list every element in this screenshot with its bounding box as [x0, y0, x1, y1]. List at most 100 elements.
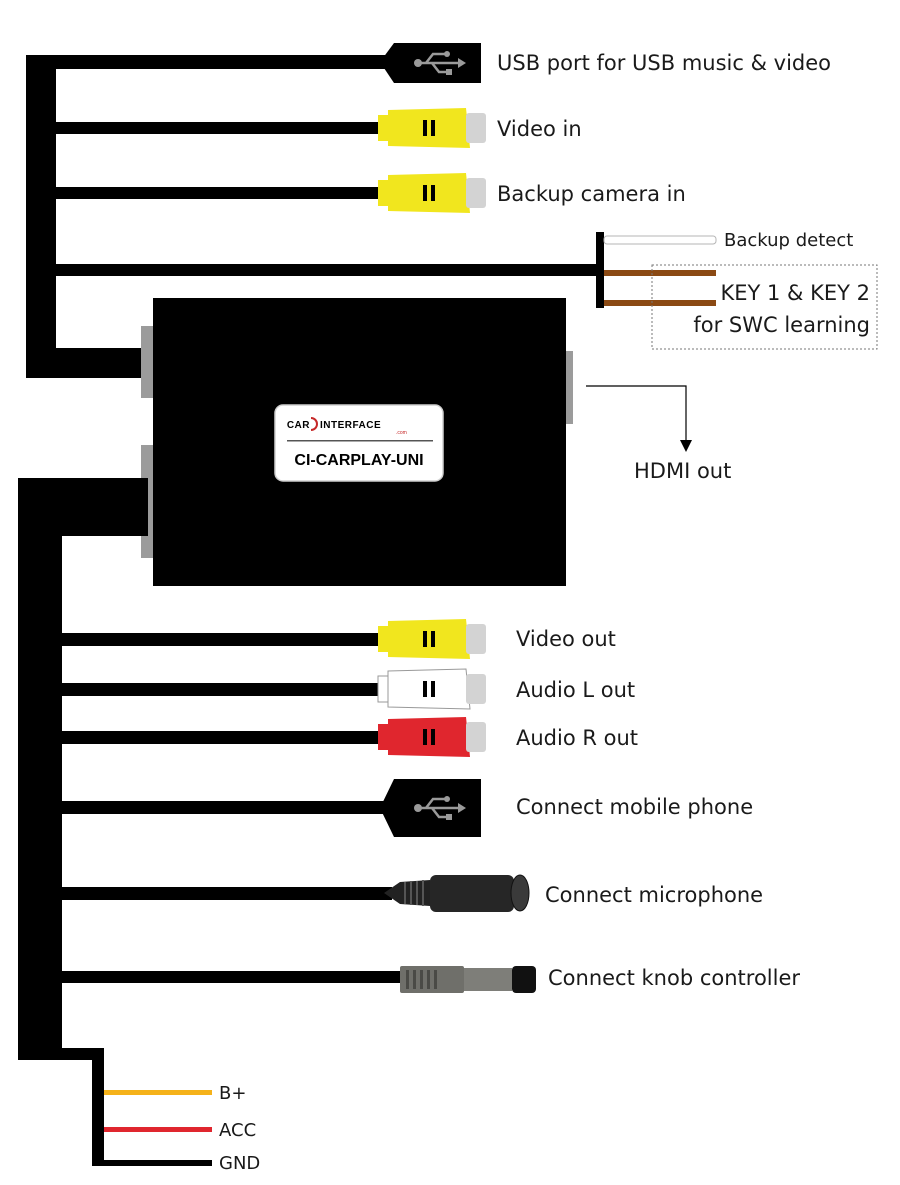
rca-sleeve: [466, 674, 486, 704]
label-video-in: Video in: [497, 117, 582, 141]
signal-wires: [603, 235, 878, 350]
usb-connector-top[interactable]: [380, 43, 481, 83]
knob-plug-grip: [400, 966, 464, 993]
knob-plug-ribs: [406, 970, 437, 989]
labels: USB port for USB music & video Video in …: [219, 51, 870, 1174]
rca-grip: [431, 729, 435, 745]
knob-plug-tip: [512, 966, 536, 993]
hdmi-port: [564, 351, 573, 424]
device-model-label: CI-CARPLAY-UNI: [294, 452, 423, 469]
usb-icon: [414, 796, 466, 820]
cable-audio-l: [62, 683, 386, 696]
rca-neck: [378, 626, 390, 652]
cable-audio-r: [62, 731, 386, 744]
rca-body: [388, 173, 470, 213]
upper-trunk-base: [26, 348, 146, 378]
mic-strain-relief: [384, 880, 430, 906]
upper-harness: [26, 55, 604, 378]
knob-plug-body: [464, 968, 512, 991]
device-port-left-upper: [141, 326, 155, 398]
rca-grip: [423, 631, 427, 647]
rca-grip: [431, 631, 435, 647]
device-box: CAR INTERFACE .com CI-CARPLAY-UNI: [141, 298, 573, 586]
cable-backup-detect-harness: [56, 264, 604, 276]
hdmi-arrow: [586, 385, 692, 452]
label-bplus: B+: [219, 1083, 246, 1104]
mic-jack-connector[interactable]: [384, 874, 530, 912]
upper-trunk: [26, 55, 56, 378]
rca-audio-l[interactable]: [377, 668, 486, 710]
cable-phone-usb: [62, 801, 386, 814]
rca-body: [388, 619, 470, 659]
cable-backup-camera: [56, 187, 386, 199]
logo-sub: .com: [396, 430, 407, 436]
rca-grip: [423, 120, 427, 136]
rca-video-out[interactable]: [378, 619, 486, 659]
backup-detect-wire: [603, 235, 717, 245]
usb-icon: [414, 51, 466, 75]
cable-usb-top: [26, 55, 386, 69]
logo-text-left: CAR: [287, 420, 310, 431]
cable-video-out: [62, 633, 386, 646]
label-phone: Connect mobile phone: [516, 795, 753, 819]
lower-trunk: [18, 478, 62, 1060]
key-wires-box: [651, 264, 878, 350]
rca-grip: [431, 185, 435, 201]
rca-body: [387, 668, 471, 710]
rca-neck: [378, 724, 390, 750]
rca-backup-camera[interactable]: [378, 173, 486, 213]
rca-sleeve: [466, 178, 486, 208]
rca-neck: [378, 180, 390, 206]
arrow-down-icon: [680, 440, 692, 452]
rca-sleeve: [466, 722, 486, 752]
label-backup-camera: Backup camera in: [497, 182, 686, 206]
rca-body: [388, 717, 470, 757]
label-knob: Connect knob controller: [548, 966, 800, 990]
rca-grip: [431, 681, 435, 697]
lower-harness: [18, 478, 402, 1166]
label-video-out: Video out: [516, 627, 616, 651]
label-acc: ACC: [219, 1120, 256, 1141]
label-hdmi: HDMI out: [634, 459, 731, 483]
usb-connector-phone[interactable]: [380, 779, 481, 837]
wire-junction-bar: [596, 232, 604, 308]
lower-trunk-foot: [18, 1048, 104, 1060]
knob-barrel-connector[interactable]: [400, 966, 536, 993]
rca-audio-r[interactable]: [378, 717, 486, 757]
key2-wire: [604, 300, 716, 306]
mic-ribs: [404, 880, 424, 906]
label-audio-r: Audio R out: [516, 726, 638, 750]
badge-divider: [287, 440, 433, 442]
rca-grip: [423, 185, 427, 201]
label-gnd: GND: [219, 1153, 260, 1174]
logo-text-right: INTERFACE: [320, 420, 381, 431]
label-microphone: Connect microphone: [545, 883, 763, 907]
cable-microphone: [62, 887, 392, 900]
wire-bplus: [104, 1090, 212, 1095]
mic-body: [430, 875, 514, 912]
key1-wire: [604, 270, 716, 276]
cable-knob: [62, 971, 402, 983]
label-backup-detect: Backup detect: [724, 230, 853, 251]
mic-socket: [510, 874, 530, 912]
rca-sleeve: [466, 624, 486, 654]
rca-neck: [378, 115, 390, 141]
power-trunk: [92, 1048, 104, 1166]
label-audio-l: Audio L out: [516, 678, 635, 702]
rca-sleeve: [466, 113, 486, 143]
wire-gnd: [92, 1160, 212, 1166]
wire-acc: [104, 1127, 212, 1132]
label-key-line1: KEY 1 & KEY 2: [720, 281, 870, 305]
label-usb-top: USB port for USB music & video: [497, 51, 831, 75]
cable-video-in: [56, 122, 386, 134]
logo-swoosh-icon: [310, 417, 318, 431]
device-badge: [274, 404, 444, 482]
rca-body: [388, 108, 470, 148]
rca-grip: [423, 681, 427, 697]
rca-video-in[interactable]: [378, 108, 486, 148]
rca-grip: [423, 729, 427, 745]
hdmi-leader-line: [586, 385, 687, 442]
rca-grip: [431, 120, 435, 136]
